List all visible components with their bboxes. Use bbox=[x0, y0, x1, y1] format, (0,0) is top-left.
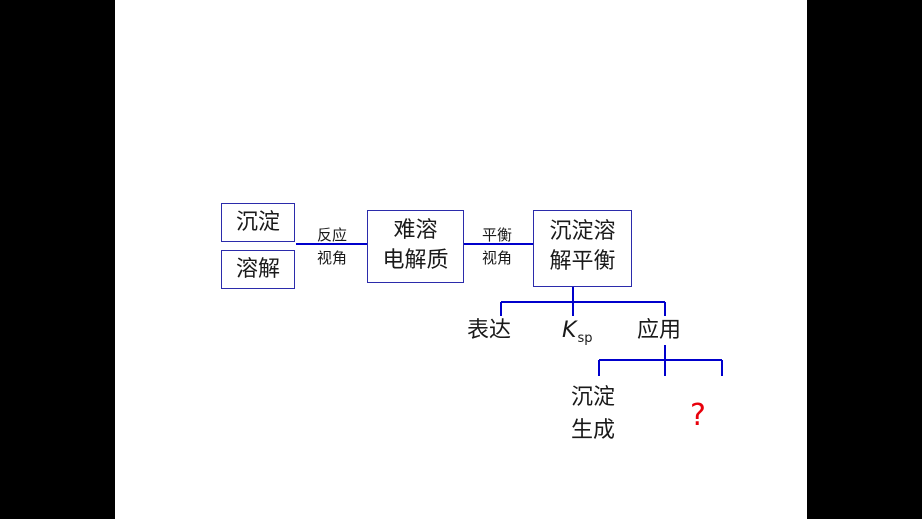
slide-canvas bbox=[115, 0, 807, 519]
connector2-bottom-label: 视角 bbox=[481, 249, 512, 267]
insoluble-electrolyte-box: 难溶 电解质 bbox=[367, 210, 464, 283]
application-label: 应用 bbox=[637, 318, 682, 343]
ksp-label: Ksp bbox=[562, 318, 592, 352]
insoluble-electrolyte-line1: 难溶 bbox=[393, 218, 438, 243]
connector1-bottom-label: 视角 bbox=[316, 249, 347, 267]
precipitation-formation-line1: 沉淀 bbox=[571, 385, 616, 410]
precipitation-formation-line2: 生成 bbox=[571, 418, 616, 443]
expression-label: 表达 bbox=[467, 318, 512, 343]
precipitation-label: 沉淀 bbox=[235, 210, 280, 235]
connector1-top-label: 反应 bbox=[316, 226, 347, 244]
dissolution-equilibrium-line1: 沉淀溶 bbox=[549, 219, 616, 244]
question-mark-icon: ? bbox=[690, 398, 706, 433]
insoluble-electrolyte-line2: 电解质 bbox=[382, 248, 449, 273]
dissolution-label: 溶解 bbox=[235, 257, 280, 282]
dissolution-box: 溶解 bbox=[221, 250, 295, 289]
connector2-top-label: 平衡 bbox=[481, 226, 512, 244]
ksp-main: K bbox=[562, 318, 577, 343]
precipitation-box: 沉淀 bbox=[221, 203, 295, 242]
dissolution-equilibrium-box: 沉淀溶 解平衡 bbox=[533, 210, 632, 287]
ksp-subscript: sp bbox=[577, 331, 593, 346]
dissolution-equilibrium-line2: 解平衡 bbox=[549, 249, 616, 274]
